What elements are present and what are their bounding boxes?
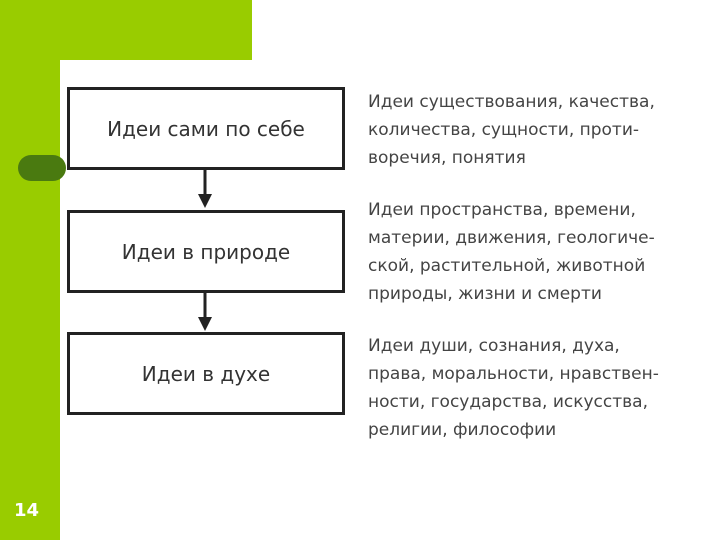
description-line: ности, государства, искусства, bbox=[368, 392, 648, 412]
description-line: материи, движения, геологиче- bbox=[368, 228, 655, 248]
description-line: религии, философии bbox=[368, 420, 557, 440]
description-line: ской, растительной, животной bbox=[368, 256, 646, 276]
stage-description-2: Идеи пространства, времени, материи, дви… bbox=[368, 196, 708, 308]
green-top-band bbox=[0, 0, 252, 60]
decorative-tab bbox=[18, 155, 66, 181]
stage-box-ideas-in-nature: Идеи в природе bbox=[67, 210, 345, 293]
description-line: количества, сущности, проти- bbox=[368, 120, 640, 140]
down-arrow-icon bbox=[198, 293, 212, 331]
description-line: природы, жизни и смерти bbox=[368, 284, 602, 304]
description-line: Идеи души, сознания, духа, bbox=[368, 336, 620, 356]
stage-label: Идеи сами по себе bbox=[107, 116, 305, 141]
stage-box-ideas-in-themselves: Идеи сами по себе bbox=[67, 87, 345, 170]
description-line: права, моральности, нравствен- bbox=[368, 364, 659, 384]
stage-box-ideas-in-spirit: Идеи в духе bbox=[67, 332, 345, 415]
stage-label: Идеи в духе bbox=[141, 361, 271, 386]
down-arrow-icon bbox=[198, 170, 212, 208]
slide-number: 14 bbox=[14, 500, 40, 521]
stage-description-3: Идеи души, сознания, духа, права, мораль… bbox=[368, 332, 708, 444]
description-line: Идеи существования, качества, bbox=[368, 92, 655, 112]
stage-description-1: Идеи существования, качества, количества… bbox=[368, 88, 708, 172]
description-line: воречия, понятия bbox=[368, 148, 526, 168]
green-sidebar bbox=[0, 0, 60, 540]
stage-label: Идеи в природе bbox=[121, 239, 291, 264]
description-line: Идеи пространства, времени, bbox=[368, 200, 636, 220]
